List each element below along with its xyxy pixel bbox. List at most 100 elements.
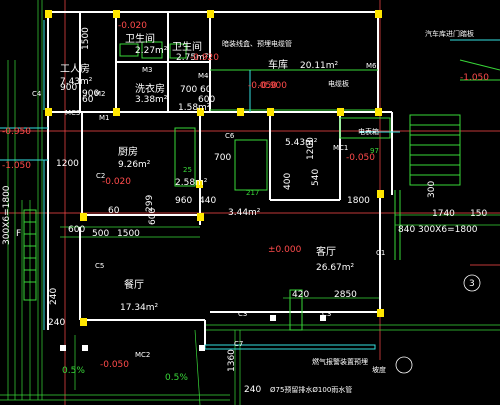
tag-c7: C7 (234, 340, 243, 348)
dim-150: 150 (470, 209, 487, 219)
dim-1740: 1740 (432, 209, 455, 219)
tag-c2: C2 (96, 172, 105, 180)
level-g: -0.050 (346, 153, 375, 163)
tag-c6: C6 (225, 132, 235, 140)
bath2-name: 卫生间 (172, 40, 202, 53)
dim-600: 600 (68, 225, 85, 235)
dim-2850: 2850 (334, 290, 357, 300)
tag-217: 217 (246, 189, 259, 197)
dim-400: 400 (283, 173, 293, 190)
tag-m6: M6 (366, 62, 377, 70)
cyan-elements (0, 20, 500, 350)
level-a: -0.020 (118, 21, 147, 31)
tag-mc2: MC2 (135, 351, 150, 359)
dim-300x6: 300X6=1800 (418, 225, 478, 235)
level-e: -1.050 (2, 161, 31, 171)
tag-c3b: C3 (322, 310, 331, 318)
tag-m2: M2 (95, 90, 106, 98)
walls (47, 11, 393, 345)
dim-960: 960 (175, 196, 192, 206)
dim-840: 840 (398, 225, 415, 235)
level-zero: ±0.000 (268, 245, 302, 255)
tag-97: 97 (370, 147, 379, 155)
tag-c1: C1 (376, 249, 385, 257)
axis-f-label: F (16, 229, 21, 239)
tag-c4: C4 (32, 90, 42, 98)
dim-420: 420 (292, 290, 309, 300)
dim-700b: 700 (214, 153, 231, 163)
dining-name: 餐厅 (124, 278, 144, 291)
worker-room-area: 7.43m² (60, 77, 93, 87)
dim-500: 500 (92, 229, 109, 239)
dim-240: 240 (49, 288, 59, 305)
level-i: -1.050 (460, 73, 489, 83)
dim-540: 540 (311, 169, 321, 186)
dim-600b: 600 (148, 208, 158, 225)
level-c: -0.900 (258, 81, 287, 91)
structural-columns (45, 10, 384, 326)
tag-c5: C5 (95, 262, 104, 270)
level-b: -0.920 (190, 53, 219, 63)
tag-m3: M3 (142, 66, 153, 74)
living-name: 客厅 (316, 245, 336, 258)
laundry-name: 洗衣房 (135, 82, 165, 95)
tag-25: 25 (183, 166, 192, 174)
kitchen-name: 厨房 (118, 145, 138, 158)
garage-note: 暗装线盒、预埋电缆管 (222, 39, 292, 48)
level-d: -0.950 (2, 127, 31, 137)
small-b-area: 2.58m² (175, 178, 208, 188)
slope-3: 坡度 (372, 365, 386, 374)
tag-m1: M1 (99, 114, 110, 122)
tag-mc3: MC3 (65, 109, 80, 117)
elec-box-note: 电表箱 (358, 127, 379, 136)
interior-lines (23, 41, 500, 331)
dim-299: 299 (145, 195, 155, 212)
dim-1500b: 1500 (117, 229, 140, 239)
living-area: 26.67m² (316, 263, 355, 273)
dim-1800: 1800 (347, 196, 370, 206)
water-note: 电缆板 (328, 79, 349, 88)
dim-240b: 240 (48, 318, 65, 328)
kitchen-area: 9.26m² (118, 160, 151, 170)
garage-area: 20.11m² (300, 61, 339, 71)
dim-240c: 240 (244, 385, 261, 395)
dim-1360: 1360 (227, 349, 237, 372)
small-a-area: 1.58m² (178, 103, 211, 113)
axis-bubbles (395, 274, 481, 374)
slope-1: 0.5% (165, 373, 188, 383)
level-h: -0.050 (100, 360, 129, 370)
tag-mc1: MC1 (333, 144, 348, 152)
level-f: -0.020 (102, 177, 131, 187)
bath1-name: 卫生间 (125, 32, 155, 45)
dim-60: 60 (82, 95, 94, 105)
dim-700: 700 (180, 85, 197, 95)
small-c-area: 5.43m² (285, 138, 318, 148)
tag-m4: M4 (198, 72, 209, 80)
slope-2: 0.5% (62, 366, 85, 376)
door-markers (60, 315, 326, 351)
dim-1200: 1200 (56, 159, 79, 169)
dim-60b: 60 (200, 85, 212, 95)
dim-1200b: 1200 (306, 137, 316, 160)
dining-area: 17.34m² (120, 303, 159, 313)
dim-440: 440 (199, 196, 216, 206)
bath2-area: 2.75m² (176, 53, 209, 63)
level-j: -0.050 (248, 81, 277, 91)
pipe-note: 燃气报警装置预埋 (312, 357, 368, 366)
dim-900b: 900 (82, 89, 99, 99)
dim-1500: 1500 (81, 27, 91, 50)
worker-room-name: 工人房 (60, 62, 90, 75)
drain-note: Ø75预留排水Ø100雨水管 (270, 385, 352, 394)
bath1-area: 2.27m² (135, 46, 168, 56)
dim-300: 300 (427, 181, 437, 198)
dim-900: 900 (60, 83, 77, 93)
dim-60c: 60 (108, 206, 120, 216)
axis-3-label: 3 (469, 279, 475, 289)
hall-area: 3.44m² (228, 208, 261, 218)
garage-name: 车库 (268, 58, 288, 71)
ramp-note: 汽车库进门踏板 (425, 29, 474, 38)
laundry-area: 3.38m² (135, 95, 168, 105)
